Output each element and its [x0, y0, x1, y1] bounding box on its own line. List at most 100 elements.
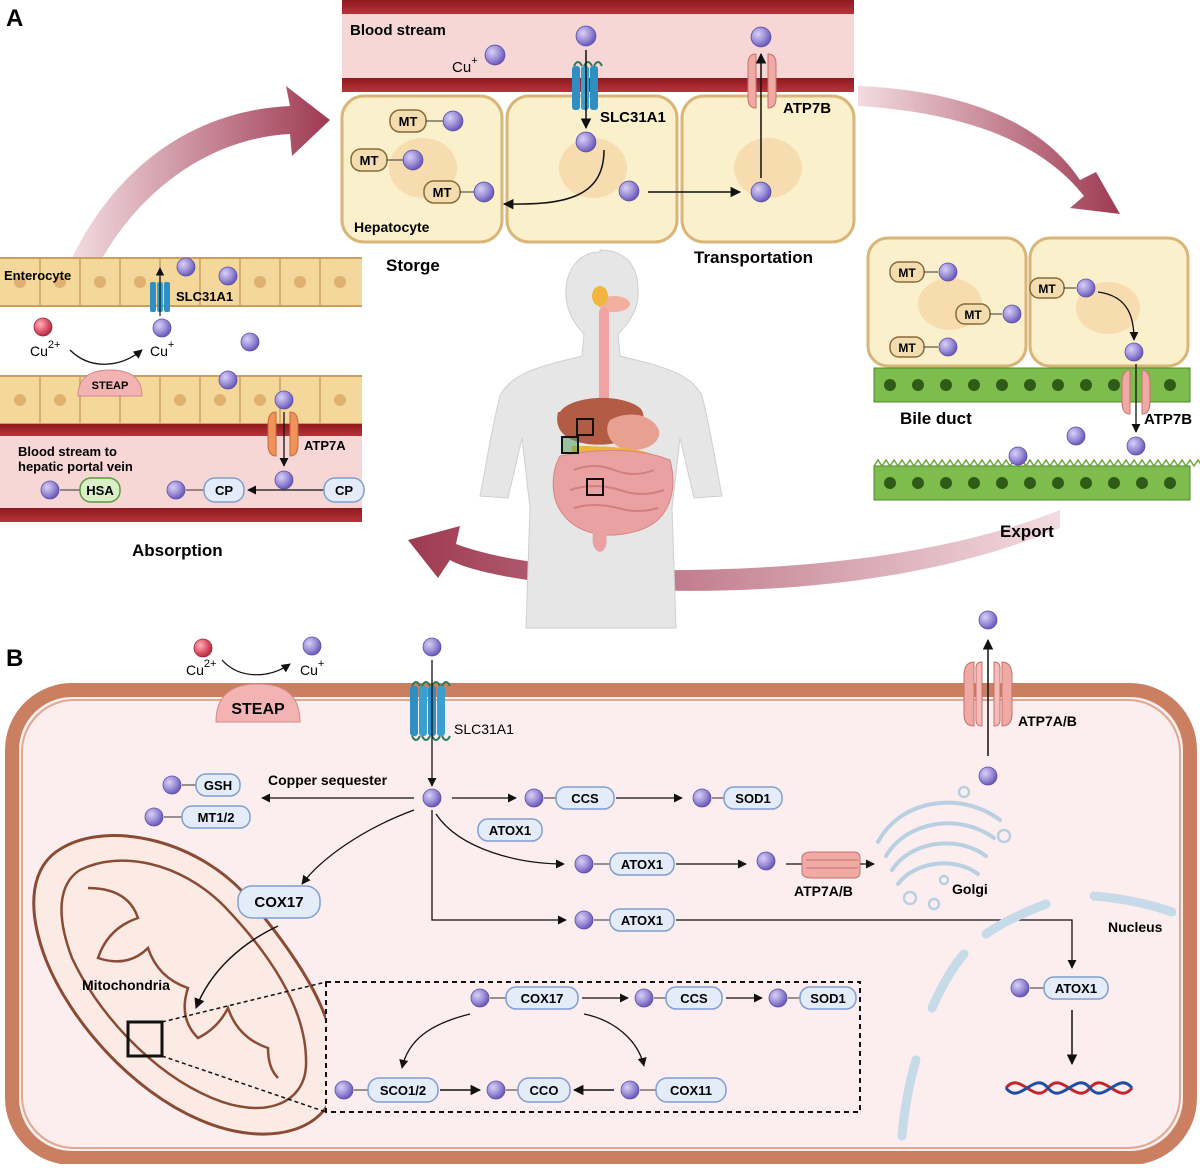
- copper-ion: [40, 480, 60, 500]
- copper-ion: [166, 480, 186, 500]
- copper-ion: [978, 766, 998, 786]
- atp7a-label: ATP7A: [304, 438, 346, 453]
- cp-protein: [323, 477, 365, 503]
- cu2-label: Cu2+: [30, 339, 60, 359]
- sco12-label: SCO1/2: [380, 1083, 426, 1098]
- svg-text:MT: MT: [898, 266, 916, 280]
- mt-complex: MT: [389, 109, 464, 133]
- cu2-label: Cu2+: [186, 658, 216, 678]
- cox17-protein: [505, 986, 579, 1010]
- bile-duct-epithelium: [873, 367, 1200, 501]
- cp-label: CP: [215, 483, 233, 498]
- atox1-label: ATOX1: [1055, 981, 1097, 996]
- cp-label: CP: [335, 483, 353, 498]
- cox11-label: COX11: [670, 1083, 712, 1098]
- copper-ion: [422, 788, 442, 808]
- mt-complex: MT: [955, 303, 1022, 325]
- cco-label: CCO: [530, 1083, 559, 1098]
- atp7ab-pump-membrane: [963, 661, 1013, 727]
- blood-stream-portal-line1: Blood stream to: [18, 444, 117, 459]
- mt-complex: MT: [889, 261, 958, 283]
- copper-ion: [470, 988, 490, 1008]
- svg-text:MT: MT: [399, 114, 418, 129]
- human-body-illustration: [479, 249, 723, 629]
- steap-label: STEAP: [231, 701, 285, 718]
- bile-duct-label: Bile duct: [900, 409, 972, 428]
- copper-ion: [1124, 342, 1144, 362]
- slc31a1-transporter-enterocyte: [150, 282, 170, 312]
- mt-complex: MT: [350, 148, 424, 172]
- cox11-protein: [655, 1077, 727, 1103]
- atp7ab-pump-golgi: [801, 851, 861, 879]
- copper-ion: [1008, 446, 1028, 466]
- cox17-protein: [237, 885, 321, 919]
- atp7b-label-top: ATP7B: [783, 100, 831, 117]
- ccs-protein: [665, 986, 723, 1010]
- copper-ion: [218, 266, 238, 286]
- cu2-ion: [193, 638, 213, 658]
- atp7ab-label-membrane: ATP7A/B: [1018, 713, 1077, 729]
- dna-helix-icon: [1004, 1081, 1134, 1095]
- svg-text:MT: MT: [1038, 282, 1056, 296]
- slc31a1-label-enterocyte: SLC31A1: [176, 289, 233, 304]
- copper-ion: [176, 257, 196, 277]
- steap-enzyme: [215, 683, 301, 723]
- copper-ion: [152, 318, 172, 338]
- copper-ion: [218, 370, 238, 390]
- ccs-protein: [555, 786, 615, 810]
- copper-ion: [692, 788, 712, 808]
- svg-text:MT: MT: [433, 185, 452, 200]
- copper-ion: [274, 470, 294, 490]
- cox17-label: COX17: [521, 991, 564, 1006]
- panel-a-label: A: [6, 5, 23, 32]
- cell-membrane-inner: [21, 699, 1181, 1149]
- enterocyte-layer-bottom: [0, 375, 362, 425]
- mitochondria-label: Mitochondria: [82, 977, 170, 993]
- copper-ion: [978, 610, 998, 630]
- transportation-label: Transportation: [694, 248, 813, 267]
- sod1-protein: [723, 786, 783, 810]
- svg-text:MT: MT: [360, 153, 379, 168]
- copper-ion: [486, 1080, 506, 1100]
- gsh-protein: [195, 773, 241, 797]
- mt12-protein: [181, 805, 251, 829]
- sod1-protein: [799, 986, 857, 1010]
- zoom-box: [126, 1020, 164, 1058]
- atox1-protein: [609, 852, 675, 876]
- ccs-label: CCS: [680, 991, 708, 1006]
- copper-ion: [1066, 426, 1086, 446]
- mitochondrion: [32, 834, 338, 1136]
- atox1-label: ATOX1: [621, 913, 663, 928]
- flow-arrow-transport-to-export: [858, 86, 1120, 214]
- copper-ion: [574, 854, 594, 874]
- atp7a-pump: [267, 411, 299, 457]
- copper-sequester-label: Copper sequester: [268, 772, 388, 788]
- blood-stream-portal-line2: hepatic portal vein: [18, 459, 133, 474]
- svg-text:MT: MT: [964, 308, 982, 322]
- export-label: Export: [1000, 522, 1054, 541]
- panel-b-label: B: [6, 645, 23, 672]
- copper-ion: [575, 25, 597, 47]
- cu-plus-label: Cu+: [300, 658, 324, 678]
- sco12-protein: [367, 1077, 439, 1103]
- copper-ion: [1010, 978, 1030, 998]
- atox1-protein: [1043, 976, 1109, 1000]
- copper-ion: [768, 988, 788, 1008]
- hepatocyte-label: Hepatocyte: [354, 219, 430, 235]
- copper-ion: [422, 637, 442, 657]
- enterocyte-label: Enterocyte: [4, 268, 71, 283]
- gsh-label: GSH: [204, 778, 232, 793]
- mt-complex: MT: [889, 336, 958, 358]
- hsa-label: HSA: [86, 483, 114, 498]
- ccs-label: CCS: [571, 791, 599, 806]
- steap-label: STEAP: [92, 380, 129, 392]
- copper-ion: [574, 910, 594, 930]
- slc31a1-label: SLC31A1: [454, 721, 514, 737]
- mt12-label: MT1/2: [198, 810, 235, 825]
- copper-ion: [162, 775, 182, 795]
- nuclear-envelope: [897, 891, 1177, 1141]
- mt-complex: MT: [1029, 277, 1096, 299]
- nucleus-label: Nucleus: [1108, 919, 1163, 935]
